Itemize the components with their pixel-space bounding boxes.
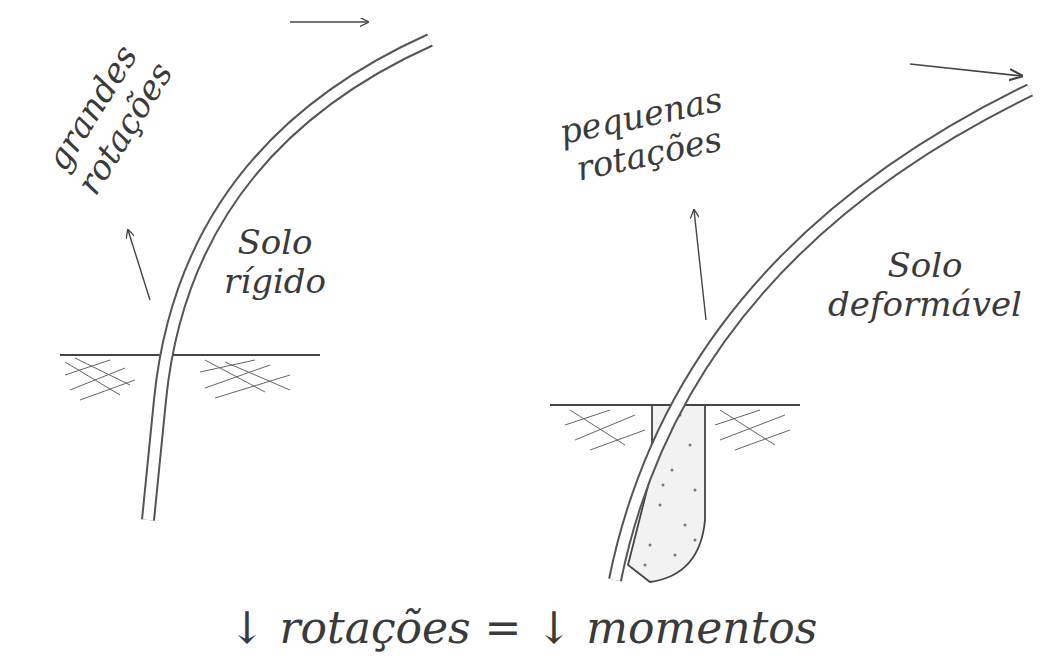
annotation-label: Solo deformável	[815, 246, 1035, 324]
rigid-soil	[60, 355, 320, 400]
pole-rigid	[148, 40, 430, 520]
load-arrow	[910, 64, 1022, 76]
leader-line	[694, 210, 706, 320]
load-arrow	[290, 21, 368, 23]
annotation-label: grandes rotações	[28, 23, 187, 213]
leader-line	[128, 230, 150, 300]
annotation-label: pequenas rotações	[544, 77, 746, 193]
conclusion-note: ↓ rotações = ↓ momentos	[229, 603, 818, 654]
annotation-label: Solo rígido	[210, 223, 340, 301]
